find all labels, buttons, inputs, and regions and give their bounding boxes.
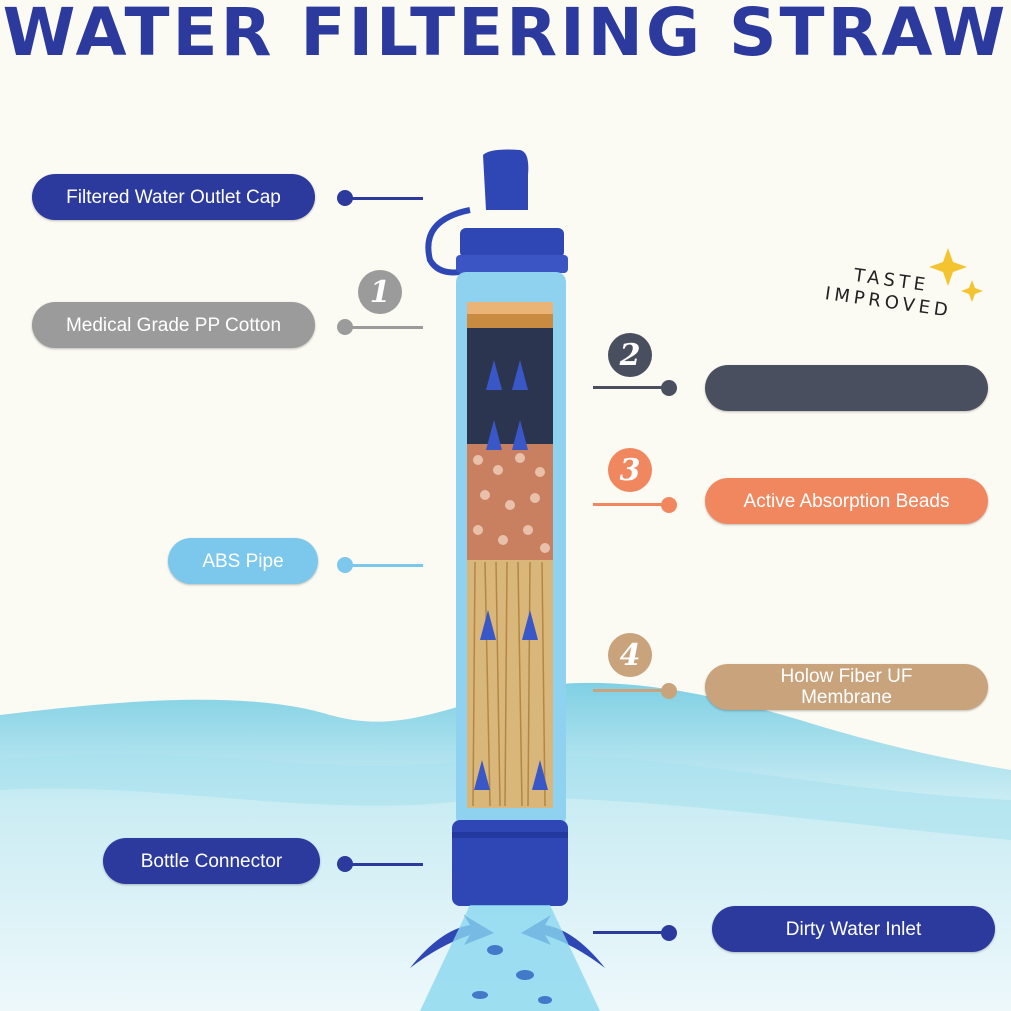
page-title: WATER FILTERING STRAW xyxy=(2,0,1009,71)
number-badge-4: 4 xyxy=(608,633,652,677)
label-bottle-connector: Bottle Connector xyxy=(103,838,320,884)
sparkle-icon xyxy=(929,248,983,302)
connector-dot xyxy=(661,925,677,941)
connector-line xyxy=(593,689,668,692)
label-dirty-water-inlet: Dirty Water Inlet xyxy=(712,906,995,952)
label-abs-pipe: ABS Pipe xyxy=(168,538,318,584)
label-layer-2 xyxy=(705,365,988,411)
connector-line xyxy=(593,503,668,506)
label-absorption-beads: Active Absorption Beads xyxy=(705,478,988,524)
connector-dot xyxy=(661,497,677,513)
connector-line xyxy=(345,863,423,866)
number-badge-2: 2 xyxy=(608,333,652,377)
number-badge-1: 1 xyxy=(358,270,402,314)
label-outlet-cap: Filtered Water Outlet Cap xyxy=(32,174,315,220)
connector-dot xyxy=(661,380,677,396)
connector-line xyxy=(345,564,423,567)
connector-dot xyxy=(661,683,677,699)
connector-line xyxy=(593,386,668,389)
connector-line xyxy=(345,197,423,200)
label-fiber-membrane: Holow Fiber UF Membrane xyxy=(705,664,988,710)
straw-icon xyxy=(425,149,568,906)
connector-line xyxy=(345,326,423,329)
connector-line xyxy=(593,931,668,934)
flow-arrows xyxy=(474,360,548,790)
number-badge-3: 3 xyxy=(608,448,652,492)
label-pp-cotton: Medical Grade PP Cotton xyxy=(32,302,315,348)
